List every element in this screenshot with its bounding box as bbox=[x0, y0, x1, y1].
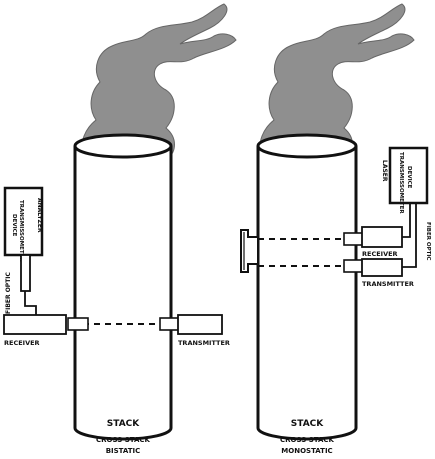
fiber-cable-transmitter bbox=[402, 203, 417, 268]
fiber-cable-receiver bbox=[402, 203, 411, 238]
reflector-icon bbox=[240, 229, 259, 273]
analyzer-title: LASER bbox=[381, 160, 388, 182]
receiver-box bbox=[361, 226, 403, 248]
transmitter-label: TRANSMITTER bbox=[362, 280, 414, 288]
receiver-box bbox=[3, 314, 67, 335]
stack-label: STACK bbox=[107, 419, 140, 429]
analyzer-line-2: DEVICE bbox=[406, 166, 412, 189]
smoke-plume-icon bbox=[259, 3, 415, 159]
stack-label: STACK bbox=[291, 419, 324, 429]
caption-line-1: CROSS STACK bbox=[96, 436, 151, 444]
caption-line-1: CROSS STACK bbox=[280, 436, 335, 444]
analyzer-title: ANALYZER bbox=[36, 198, 43, 233]
caption-line-2: BISTATIC bbox=[106, 447, 141, 455]
analyzer-box bbox=[3, 186, 44, 257]
transmitter-label: TRANSMITTER bbox=[178, 339, 230, 347]
stack-body bbox=[73, 146, 173, 441]
fiber-cable bbox=[24, 291, 37, 315]
analyzer-line-2: DEVICE bbox=[11, 214, 17, 237]
stack-rim bbox=[73, 133, 173, 159]
receiver-port bbox=[67, 317, 89, 331]
receiver-label: RECEIVER bbox=[4, 339, 40, 347]
fiber-optic-label: FIBER OPTIC bbox=[425, 222, 431, 260]
stack-rim bbox=[256, 133, 358, 159]
fiber-optic-label: FIBER OPTIC bbox=[5, 271, 12, 314]
caption-line-2: MONOSTATIC bbox=[281, 447, 332, 455]
monostatic-panel: RECEIVER TRANSMITTER FIBER OPTIC LASER T… bbox=[240, 3, 431, 455]
bistatic-panel: RECEIVER TRANSMITTER ANALYZER TRANSMISSO… bbox=[3, 3, 237, 455]
analyzer-line-1: TRANSMISSOMETER bbox=[398, 152, 404, 214]
transmitter-box bbox=[177, 314, 223, 335]
smoke-plume-icon bbox=[81, 3, 237, 159]
analyzer-box bbox=[388, 146, 429, 205]
stack-body bbox=[256, 146, 358, 441]
analyzer-line-1: TRANSMISSOMETER bbox=[18, 200, 24, 262]
receiver-label: RECEIVER bbox=[362, 250, 398, 258]
transmitter-box bbox=[361, 258, 403, 277]
analyzer-connector bbox=[20, 254, 31, 292]
